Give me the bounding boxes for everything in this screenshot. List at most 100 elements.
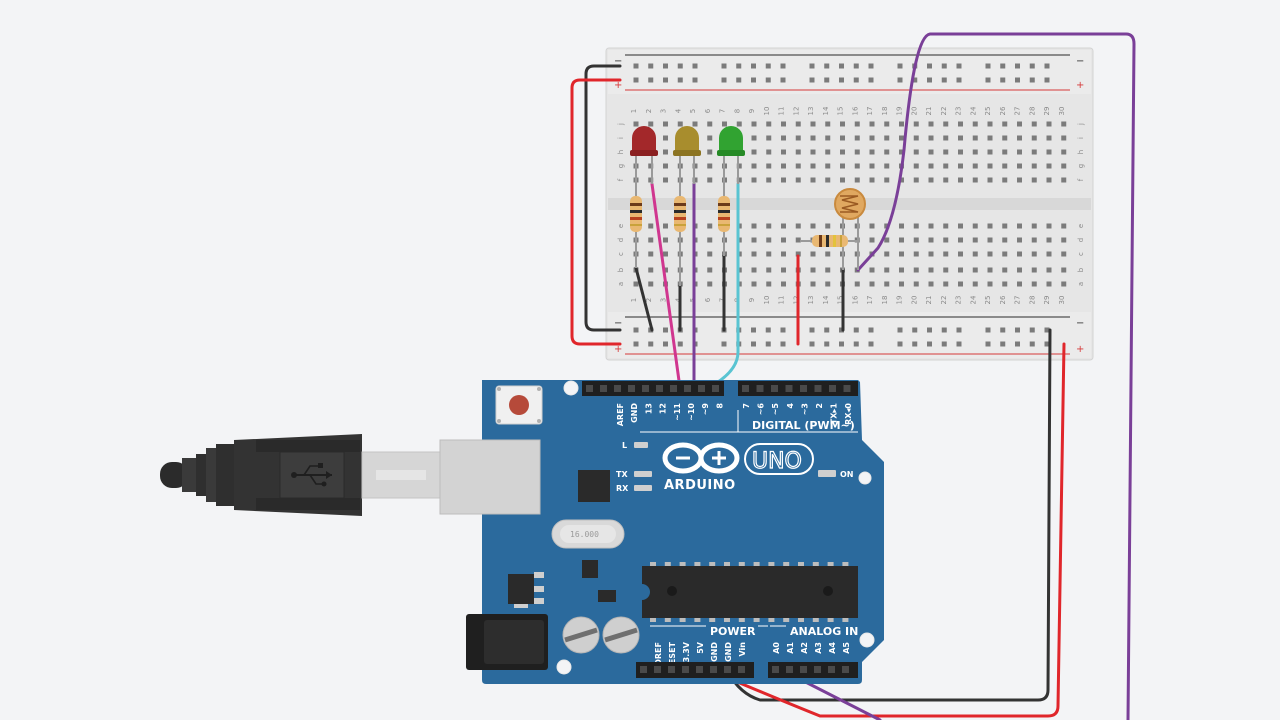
breadboard-hole[interactable] — [648, 281, 654, 287]
breadboard-hole[interactable] — [913, 149, 919, 155]
digital-pin-socket[interactable] — [684, 385, 691, 392]
breadboard-hole[interactable] — [751, 251, 757, 257]
resistor-led-green[interactable] — [718, 184, 730, 256]
breadboard-hole[interactable] — [663, 149, 668, 155]
breadboard-hole[interactable] — [1031, 135, 1037, 141]
breadboard-hole[interactable] — [722, 121, 727, 127]
breadboard-hole[interactable] — [958, 135, 963, 141]
breadboard-hole[interactable] — [751, 237, 757, 243]
usb-cable[interactable] — [160, 434, 541, 516]
rail-hole[interactable] — [1029, 341, 1035, 347]
breadboard-hole[interactable] — [663, 135, 668, 141]
breadboard-hole[interactable] — [751, 149, 757, 155]
breadboard-hole[interactable] — [840, 177, 845, 183]
rail-hole[interactable] — [809, 63, 815, 69]
rail-hole[interactable] — [897, 341, 903, 347]
breadboard-hole[interactable] — [707, 223, 713, 229]
breadboard-hole[interactable] — [899, 237, 904, 243]
breadboard-hole[interactable] — [707, 177, 713, 183]
breadboard-hole[interactable] — [707, 121, 713, 127]
rail-hole[interactable] — [648, 77, 654, 83]
rail-hole[interactable] — [809, 77, 815, 83]
breadboard-hole[interactable] — [648, 223, 654, 229]
rail-hole[interactable] — [692, 63, 698, 69]
digital-pin-socket[interactable] — [642, 385, 649, 392]
breadboard-hole[interactable] — [825, 121, 831, 127]
rail-hole[interactable] — [751, 77, 756, 83]
breadboard-hole[interactable] — [1061, 223, 1067, 229]
breadboard-hole[interactable] — [1002, 267, 1008, 273]
breadboard-hole[interactable] — [1046, 251, 1052, 257]
breadboard-hole[interactable] — [781, 267, 786, 273]
breadboard-hole[interactable] — [972, 281, 978, 287]
breadboard-hole[interactable] — [1031, 251, 1037, 257]
reset-button[interactable] — [495, 385, 543, 425]
rail-hole[interactable] — [1044, 77, 1050, 83]
breadboard-hole[interactable] — [928, 163, 934, 169]
rail-hole[interactable] — [633, 77, 639, 83]
rail-hole[interactable] — [721, 77, 727, 83]
breadboard-hole[interactable] — [766, 281, 772, 287]
breadboard-hole[interactable] — [825, 251, 831, 257]
breadboard-hole[interactable] — [1061, 177, 1067, 183]
power-pin-socket[interactable] — [654, 666, 661, 673]
breadboard-hole[interactable] — [928, 237, 934, 243]
rail-hole[interactable] — [721, 63, 727, 69]
breadboard-hole[interactable] — [913, 267, 919, 273]
breadboard-hole[interactable] — [1002, 135, 1008, 141]
breadboard-hole[interactable] — [648, 121, 654, 127]
rail-hole[interactable] — [956, 327, 962, 333]
breadboard-hole[interactable] — [781, 251, 786, 257]
breadboard-hole[interactable] — [1017, 281, 1022, 287]
rail-hole[interactable] — [853, 341, 859, 347]
breadboard-hole[interactable] — [766, 177, 772, 183]
breadboard-hole[interactable] — [869, 281, 875, 287]
digital-header[interactable] — [582, 381, 858, 396]
breadboard-hole[interactable] — [1017, 177, 1022, 183]
rail-hole[interactable] — [912, 77, 918, 83]
breadboard-hole[interactable] — [987, 237, 993, 243]
breadboard-hole[interactable] — [648, 267, 654, 273]
breadboard-hole[interactable] — [795, 177, 801, 183]
breadboard-hole[interactable] — [1002, 121, 1008, 127]
breadboard-hole[interactable] — [869, 223, 875, 229]
power-pin-socket[interactable] — [682, 666, 689, 673]
breadboard-hole[interactable] — [663, 237, 668, 243]
breadboard-hole[interactable] — [751, 223, 757, 229]
breadboard-hole[interactable] — [913, 251, 919, 257]
breadboard-hole[interactable] — [1017, 121, 1022, 127]
breadboard-hole[interactable] — [736, 177, 742, 183]
breadboard-hole[interactable] — [751, 121, 757, 127]
resistor-photoresistor[interactable] — [800, 235, 858, 247]
breadboard-hole[interactable] — [707, 149, 713, 155]
breadboard-hole[interactable] — [795, 223, 801, 229]
rail-hole[interactable] — [897, 77, 903, 83]
breadboard-hole[interactable] — [1061, 163, 1067, 169]
breadboard-hole[interactable] — [648, 177, 654, 183]
rail-hole[interactable] — [677, 341, 683, 347]
power-pin-socket[interactable] — [724, 666, 731, 673]
breadboard-hole[interactable] — [869, 237, 875, 243]
rail-hole[interactable] — [927, 77, 932, 83]
breadboard-hole[interactable] — [884, 149, 890, 155]
digital-pin-socket[interactable] — [698, 385, 705, 392]
breadboard-hole[interactable] — [825, 267, 831, 273]
breadboard-hole[interactable] — [766, 251, 772, 257]
rail-hole[interactable] — [809, 327, 815, 333]
breadboard-hole[interactable] — [958, 251, 963, 257]
rail-hole[interactable] — [1044, 341, 1050, 347]
digital-pin-socket[interactable] — [742, 385, 749, 392]
breadboard-hole[interactable] — [781, 135, 786, 141]
breadboard-hole[interactable] — [1046, 267, 1052, 273]
breadboard-hole[interactable] — [913, 163, 919, 169]
power-pin-socket[interactable] — [710, 666, 717, 673]
breadboard-hole[interactable] — [795, 163, 801, 169]
digital-pin-socket[interactable] — [656, 385, 663, 392]
breadboard-hole[interactable] — [810, 149, 816, 155]
breadboard-hole[interactable] — [972, 149, 978, 155]
digital-pin-socket[interactable] — [600, 385, 607, 392]
breadboard-hole[interactable] — [928, 223, 934, 229]
rail-hole[interactable] — [985, 77, 991, 83]
rail-hole[interactable] — [1015, 327, 1020, 333]
analog-pin-socket[interactable] — [842, 666, 849, 673]
